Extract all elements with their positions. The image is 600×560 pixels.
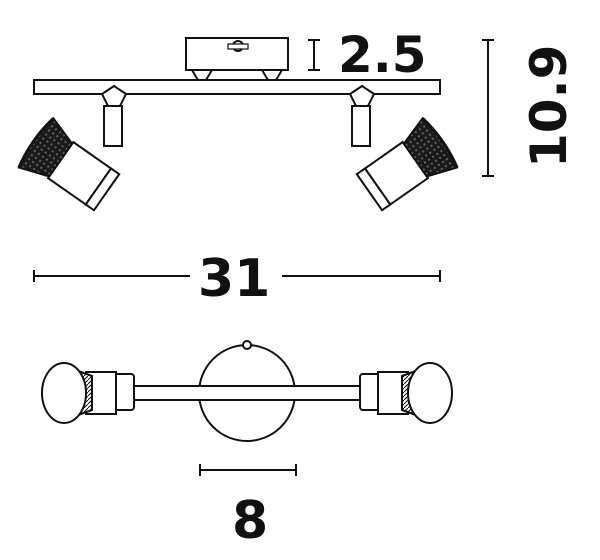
base-diameter-dimension <box>199 464 297 476</box>
base-screw-icon <box>227 40 249 52</box>
base-diameter-label: 8 <box>232 491 268 551</box>
top-view <box>41 340 453 442</box>
left-joint <box>100 84 128 107</box>
right-joint <box>348 84 376 107</box>
base-height-label: 2.5 <box>338 26 427 84</box>
side-view <box>17 37 459 212</box>
right-spotlight-top <box>359 362 453 424</box>
left-spotlight-side <box>17 84 128 212</box>
mount-clip-left <box>190 69 214 81</box>
total-height-label: 10.9 <box>520 45 578 168</box>
right-arm <box>351 105 371 147</box>
base-screw-top-icon <box>242 340 252 350</box>
mount-clip-right <box>260 69 284 81</box>
left-arm <box>103 105 123 147</box>
right-spotlight-side <box>348 84 459 212</box>
total-width-dimension <box>33 270 441 282</box>
total-height-dimension <box>482 39 494 177</box>
total-width-label: 31 <box>198 249 270 309</box>
mounting-bar <box>33 79 441 95</box>
left-spotlight-top <box>41 362 135 424</box>
bar-top <box>129 385 367 401</box>
right-lens-top <box>407 362 453 424</box>
left-lens-top <box>41 362 87 424</box>
base-height-dimension <box>308 39 320 71</box>
